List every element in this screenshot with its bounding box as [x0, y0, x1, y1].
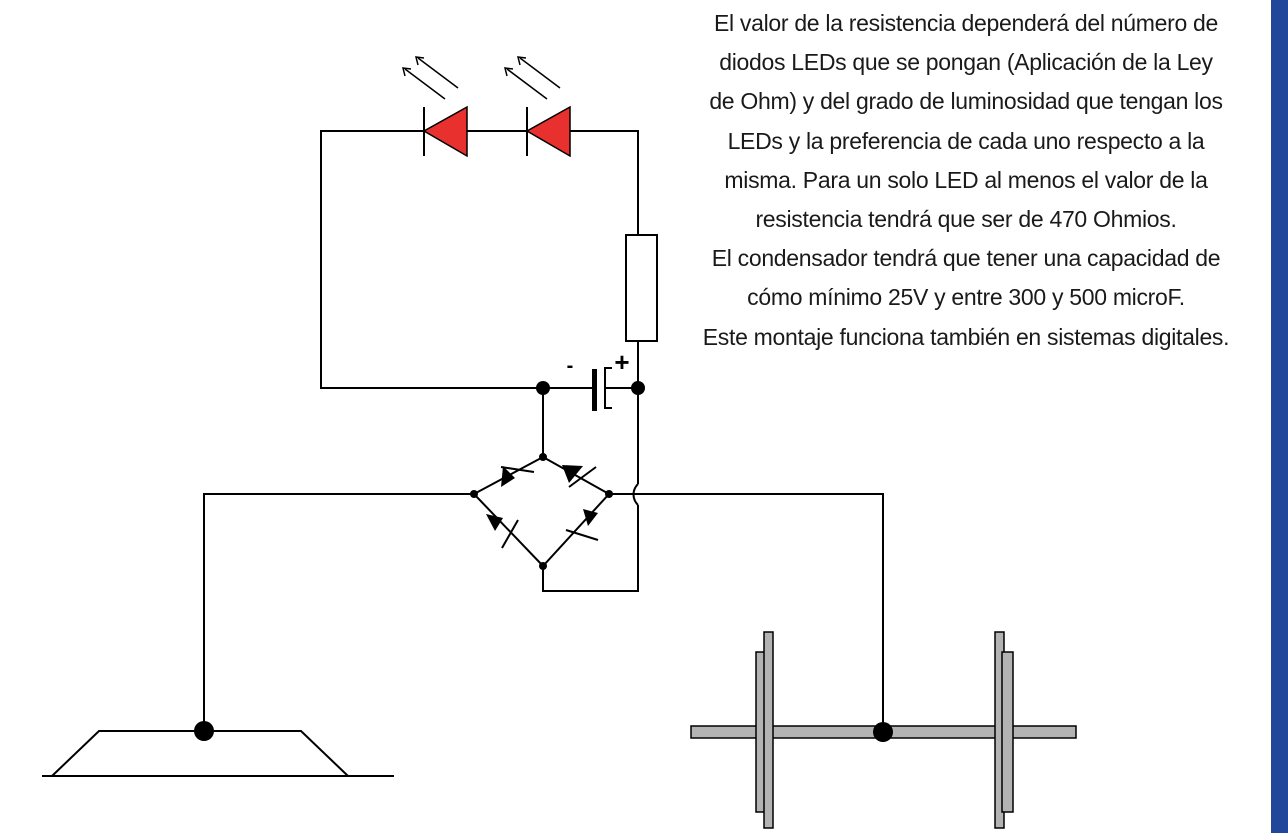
bridge-rectifier	[470, 388, 613, 570]
light-emission-arrows-icon	[402, 56, 459, 100]
description-line: El condensador tendrá que tener una capa…	[711, 245, 1221, 272]
wheelset-icon	[690, 631, 1077, 829]
diode-icon	[565, 509, 599, 541]
description-line: cómo mínimo 25V y entre 300 y 500 microF…	[747, 284, 1185, 311]
diode-icon	[562, 465, 597, 488]
description-line: de Ohm) y del grado de luminosidad que t…	[709, 88, 1223, 115]
diode-icon	[486, 514, 519, 549]
led-1-icon	[402, 56, 468, 158]
junction-dot	[631, 381, 645, 395]
description-line: El valor de la resistencia dependerá del…	[713, 10, 1219, 36]
capacitor-icon: - +	[543, 347, 638, 411]
description-line: misma. Para un solo LED al menos el valo…	[724, 166, 1208, 193]
description-line: resistencia tendrá que ser de 470 Ohmios…	[755, 206, 1177, 233]
light-emission-arrows-icon	[504, 56, 561, 100]
led-2-icon	[504, 56, 571, 158]
led-loop-wires	[320, 130, 639, 389]
diode-icon	[500, 466, 535, 487]
page-edge-bar	[1271, 0, 1288, 833]
ac-input-wires	[203, 493, 884, 732]
description-line: Este montaje funciona también en sistema…	[702, 323, 1230, 350]
description-line: LEDs y la preferencia de cada uno respec…	[727, 127, 1205, 154]
capacitor-minus-label: -	[567, 355, 574, 377]
resistor-icon	[625, 234, 658, 342]
description-line: diodos LEDs que se pongan (Aplicación de…	[719, 49, 1213, 76]
circuit-description: El valor de la resistencia dependerá del…	[664, 4, 1268, 357]
rail-pickup-icon	[42, 721, 394, 777]
capacitor-plus-label: +	[614, 347, 629, 377]
